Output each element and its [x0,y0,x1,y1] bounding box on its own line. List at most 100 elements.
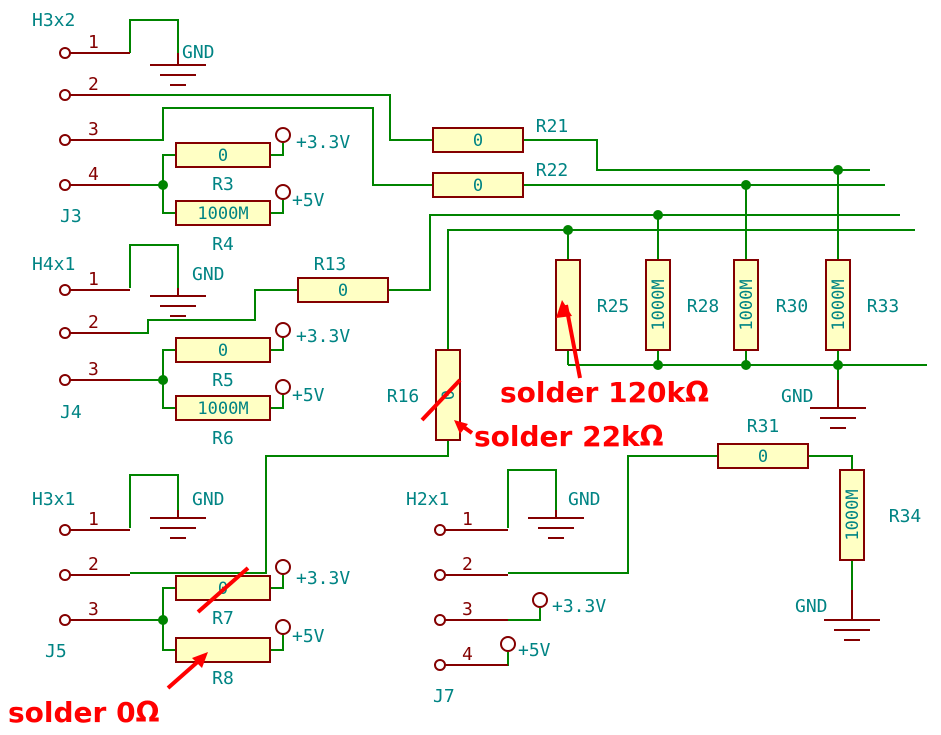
power-5v-label: +5V [518,640,551,661]
resistor-r30-ref: R30 [776,296,809,317]
wire-r8-5v [270,635,284,651]
ground-icon [150,53,206,86]
wire-r16-bus [447,229,915,350]
resistor-r22 [432,172,524,198]
power-5v-icon [275,184,291,200]
power-33v-icon [275,322,291,338]
resistor-r28-ref: R28 [687,296,720,317]
resistor-r8 [175,637,271,663]
wire-r31-r34 [808,455,853,470]
resistor-r25-ref: R25 [597,296,630,317]
gnd-label: GND [192,264,225,285]
resistor-r31-ref: R31 [747,416,780,437]
connector-j3-ref: J3 [60,206,82,227]
wire-r5-33v [270,338,284,351]
power-5v-label: +5V [292,626,325,647]
resistor-r16-value: 0 [439,390,459,400]
resistor-r30 [733,259,759,351]
wire-r16-j5 [130,440,449,574]
power-5v-icon [500,636,516,652]
gnd-label: GND [182,42,215,63]
connector-pins [59,47,508,671]
wire-j7-gnd [507,469,557,528]
pin-number: 1 [88,269,99,290]
wire-r4-5v [270,200,284,214]
pin-number: 3 [88,359,99,380]
power-33v-label: +3.3V [552,596,606,617]
strike-r16 [420,378,462,422]
resistor-r34-value: 1000M [843,489,863,540]
power-5v-label: +5V [292,190,325,211]
connector-j4-name: H4x1 [32,254,75,275]
pin-number: 4 [462,644,473,665]
power-33v-label: +3.3V [296,326,350,347]
pin-number: 2 [462,554,473,575]
resistor-r8-ref: R8 [212,668,234,689]
resistor-r21-value: 0 [473,131,483,151]
wire-r6-5v [270,395,284,409]
junction-dot [833,360,843,370]
pin-number: 3 [88,119,99,140]
gnd-label: GND [795,596,828,617]
junction-dot [158,375,168,385]
resistor-r28 [645,259,671,351]
pin-number: 3 [88,599,99,620]
connector-j7-name: H2x1 [406,489,449,510]
junction-dot [741,360,751,370]
pin-number: 2 [88,74,99,95]
wire-j3-pin2-r21 [130,94,433,141]
junction-dot [653,210,663,220]
resistor-r28-value: 1000M [649,279,669,330]
power-5v-icon [275,619,291,635]
wires [129,19,927,666]
pin-number: 2 [88,312,99,333]
resistor-r6-ref: R6 [212,428,234,449]
resistor-r16-ref: R16 [387,386,420,407]
resistor-r21-ref: R21 [536,116,569,137]
resistor-r3-value: 0 [218,146,228,166]
arrow-r25-icon [564,304,582,379]
resistor-r5-ref: R5 [212,370,234,391]
wire-j5-gnd [129,474,179,528]
ground-icon [150,510,206,539]
resistor-r30-value: 1000M [737,279,757,330]
resistor-r33 [825,259,851,351]
annotation-marks [166,300,582,690]
pin-number: 2 [88,554,99,575]
power-5v-icon [275,379,291,395]
wire-j3-pin3-r22 [130,107,433,186]
ground-icon [810,380,866,429]
annotation-r8: solder 0Ω [8,696,160,729]
resistor-r33-ref: R33 [867,296,900,317]
strike-r7 [196,566,250,614]
gnd-label: GND [781,386,814,407]
power-33v-icon [532,592,548,608]
resistor-r22-value: 0 [473,176,483,196]
wire-r13-bus [388,214,900,291]
junctions [158,165,843,625]
resistor-r4-value: 1000M [197,204,248,224]
annotation-r16: solder 22kΩ [474,420,664,453]
wire-j4-pin2-r13 [130,289,298,334]
connector-j5-name: H3x1 [32,489,75,510]
resistor-r6 [175,395,271,421]
resistor-r3-ref: R3 [212,174,234,195]
annotation-r25: solder 120kΩ [500,376,709,409]
gnd-label: GND [192,489,225,510]
resistor-r5-value: 0 [218,341,228,361]
resistor-r34 [839,469,865,561]
wire-r21-bus [523,139,870,171]
connector-j3-name: H3x2 [32,10,75,31]
power-33v-label: +3.3V [296,132,350,153]
ground-symbols [150,53,880,641]
power-flags [275,127,548,652]
wire-j7-pin2-r31 [508,455,718,574]
power-33v-icon [275,127,291,143]
wire-r3-33v [270,143,284,156]
junction-dot [833,165,843,175]
junction-dot [563,225,573,235]
ground-icon [150,288,206,317]
resistor-r31 [717,443,809,469]
resistor-r22-ref: R22 [536,160,569,181]
